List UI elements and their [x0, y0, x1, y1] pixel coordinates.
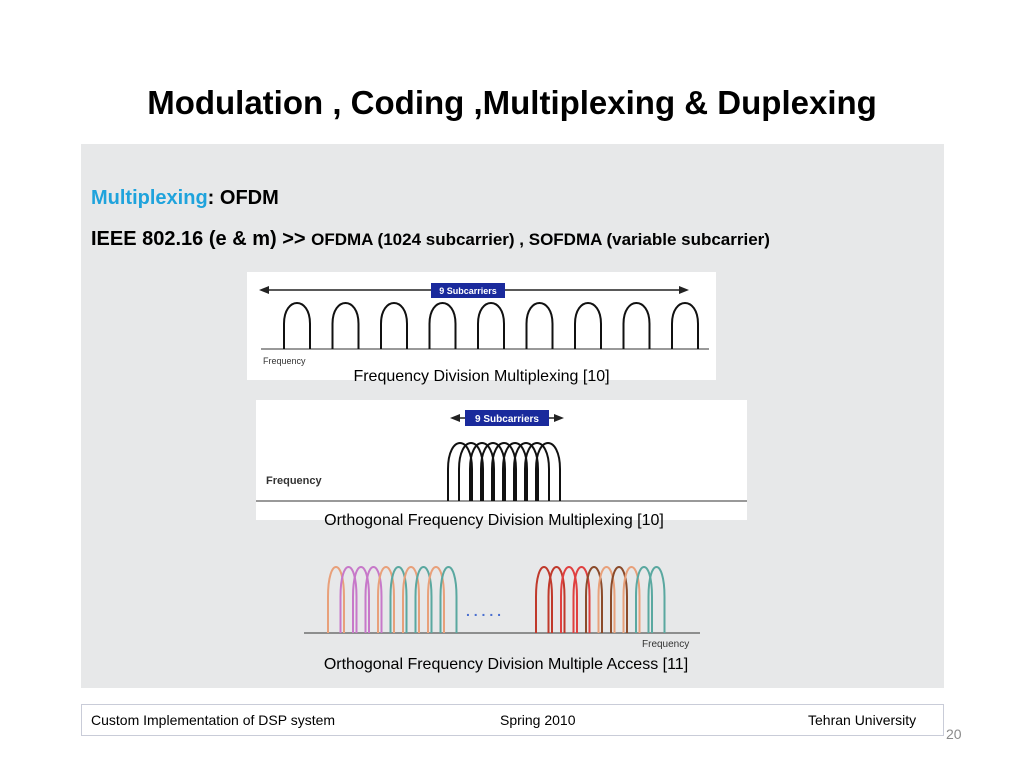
fdm-subcarrier — [477, 302, 505, 349]
ieee-line: IEEE 802.16 (e & m) >> OFDMA (1024 subca… — [91, 228, 770, 251]
ofdm-subcarrier — [524, 442, 550, 501]
fdm-subcarrier — [574, 302, 602, 349]
ofdm-subcarrier — [458, 442, 484, 501]
ofdm-figure: 9 Subcarriers Frequency — [256, 400, 747, 520]
ofdma-subcarrier — [597, 566, 616, 633]
ofdma-diagram: . . . . . Frequency — [304, 566, 700, 650]
ofdma-subcarrier — [585, 566, 603, 633]
ofdma-subcarrier — [414, 566, 433, 633]
footer-left: Custom Implementation of DSP system — [91, 712, 336, 728]
ofdma-subcarrier — [610, 566, 628, 633]
ofdma-subcarrier — [622, 566, 641, 633]
ofdma-subcarrier — [364, 566, 383, 633]
ofdm-axis-label: Frequency — [266, 475, 323, 487]
fdm-carriers — [283, 302, 699, 349]
fdm-caption: Frequency Division Multiplexing [10] — [353, 368, 610, 385]
ofdm-subcarrier — [491, 442, 517, 501]
ofdma-subcarrier — [339, 566, 358, 633]
ofdma-axis-label: Frequency — [642, 639, 689, 650]
footer-right: Tehran University — [808, 712, 917, 728]
slide-title: Modulation , Coding ,Multiplexing & Dupl… — [147, 84, 877, 121]
page-number: 20 — [946, 726, 962, 742]
ofdm-subcarrier — [447, 442, 473, 501]
ofdma-subcarrier — [377, 566, 395, 633]
ofdma-subcarrier — [327, 566, 345, 633]
ofdma-subcarrier — [352, 566, 370, 633]
ofdm-subcarriers-label: 9 Subcarriers — [475, 414, 539, 425]
ofdma-figure: . . . . . Frequency — [300, 556, 710, 656]
fdm-subcarrier — [428, 302, 457, 349]
ofdma-subcarrier — [560, 566, 578, 633]
fdm-subcarrier — [671, 302, 699, 349]
fdm-figure: 9 Subcarriers Frequency — [247, 272, 716, 380]
fdm-diagram: 9 Subcarriers Frequency — [259, 283, 709, 366]
multiplexing-label: Multiplexing — [91, 187, 208, 209]
ofdm-subcarrier — [469, 442, 495, 501]
footer-bar: Custom Implementation of DSP system Spri… — [81, 704, 944, 736]
multiplexing-heading: Multiplexing: OFDM — [91, 187, 279, 210]
ofdm-carriers — [447, 442, 561, 501]
fdm-subcarrier — [283, 302, 311, 349]
ofdm-subcarrier — [480, 442, 506, 501]
ofdma-subcarrier — [635, 566, 653, 633]
ofdma-dots: . . . . . — [466, 603, 501, 619]
ofdm-caption: Orthogonal Frequency Division Multiplexi… — [324, 512, 664, 529]
fdm-subcarrier — [380, 302, 408, 349]
ofdma-detail: OFDMA (1024 subcarrier) , SOFDMA (variab… — [311, 230, 770, 249]
ofdma-subcarrier — [402, 566, 420, 633]
ieee-standard: IEEE 802.16 (e & m) >> — [91, 228, 312, 250]
fdm-subcarrier — [525, 302, 554, 349]
ofdma-subcarrier — [647, 566, 666, 633]
fdm-subcarriers-label: 9 Subcarriers — [439, 286, 497, 296]
fdm-axis-label: Frequency — [263, 356, 306, 366]
ofdm-label: : OFDM — [207, 187, 279, 209]
ofdma-subcarrier — [439, 566, 458, 633]
ofdm-subcarrier — [513, 442, 539, 501]
ofdma-subcarrier — [389, 566, 408, 633]
ofdma-group-1 — [327, 566, 458, 633]
fdm-subcarrier — [331, 302, 360, 349]
ofdma-caption: Orthogonal Frequency Division Multiple A… — [323, 656, 689, 673]
ofdma-subcarrier — [572, 566, 591, 633]
ofdm-subcarrier — [502, 442, 528, 501]
fdm-subcarrier — [622, 302, 651, 349]
ofdma-subcarrier — [427, 566, 445, 633]
ofdma-subcarrier — [547, 566, 566, 633]
ofdm-subcarrier — [535, 442, 561, 501]
ofdma-group-2 — [535, 566, 666, 633]
ofdma-subcarrier — [535, 566, 553, 633]
ofdm-diagram: 9 Subcarriers Frequency — [256, 410, 747, 502]
footer-center: Spring 2010 — [500, 712, 576, 728]
